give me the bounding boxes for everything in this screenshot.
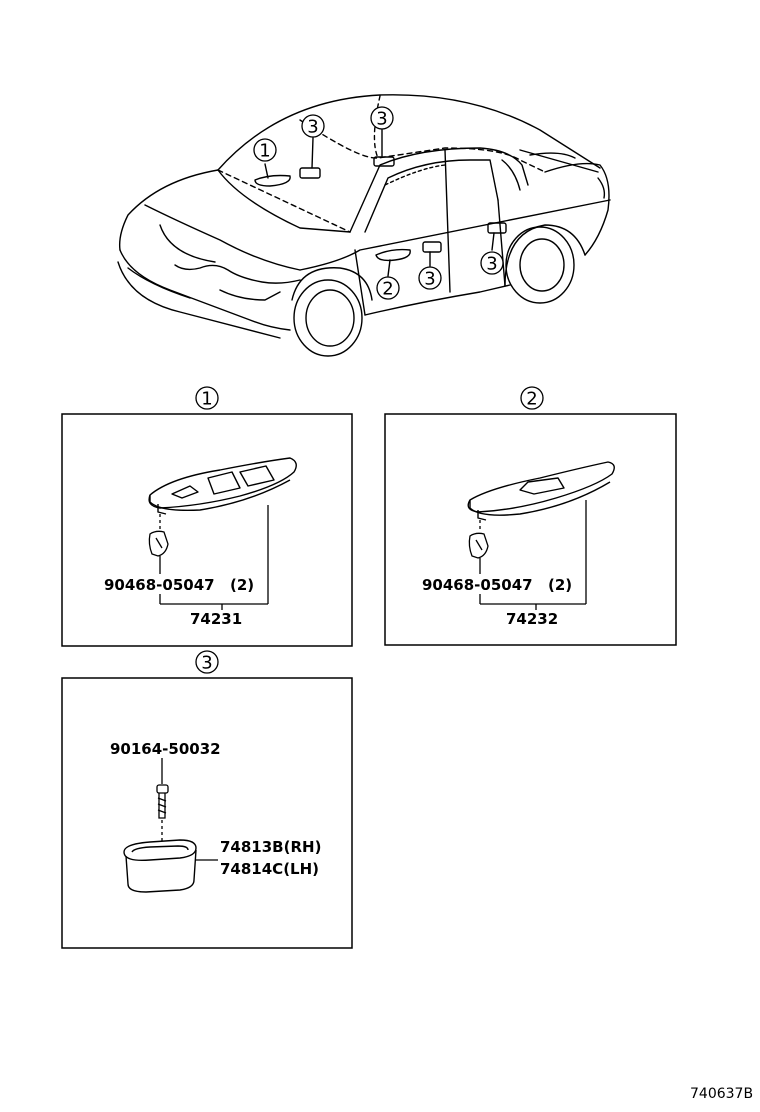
panel-3: 90164-50032 74813B(RH) 74814C(LH) (61, 677, 353, 949)
panel-3-frame (61, 677, 353, 949)
panel-2: 90468-05047 (2) 74232 (384, 413, 677, 646)
svg-text:3: 3 (201, 653, 212, 674)
panel-2-callout: 2 (520, 386, 544, 410)
panel-3-cover-rh: 74813B(RH) (220, 838, 321, 856)
svg-text:3: 3 (486, 254, 497, 275)
svg-text:3: 3 (307, 117, 318, 138)
panel-1-leaders (159, 505, 269, 610)
clip-drawing-2 (468, 520, 489, 559)
callout-2-car: 2 (376, 276, 400, 300)
panel-1: 90468-05047 (2) 74231 (61, 413, 353, 647)
panel-2-clip-part: 90468-05047 (422, 576, 533, 594)
callout-1-car: 1 (253, 138, 277, 162)
cover-drawing (123, 839, 197, 893)
panel-1-clip-qty: (2) (230, 576, 254, 594)
callout-3-car-a: 3 (301, 114, 325, 138)
callout-3-car-d: 3 (480, 251, 504, 275)
passenger-switch-base-drawing (467, 461, 615, 521)
panel-1-callout: 1 (195, 386, 219, 410)
svg-text:3: 3 (376, 109, 387, 130)
panel-2-clip-qty: (2) (548, 576, 572, 594)
panel-3-cover-lh: 74814C(LH) (220, 860, 319, 878)
panel-3-screw-part: 90164-50032 (110, 740, 221, 758)
callout-3-car-b: 3 (370, 106, 394, 130)
panel-2-assembly-part: 74232 (506, 610, 558, 628)
car-callouts: 1 3 3 2 3 3 (253, 106, 504, 300)
panel-3-callout: 3 (195, 650, 219, 674)
screw-drawing (156, 758, 169, 842)
diagram-reference-code: 740637B (690, 1086, 753, 1102)
panel-2-frame (384, 413, 677, 646)
svg-text:1: 1 (259, 141, 270, 162)
svg-text:3: 3 (424, 269, 435, 290)
panel-1-clip-part: 90468-05047 (104, 576, 215, 594)
panel-1-frame (61, 413, 353, 647)
master-switch-base-drawing (148, 457, 297, 515)
svg-text:2: 2 (382, 279, 393, 300)
clip-drawing (148, 514, 169, 557)
panel-2-leaders (479, 500, 587, 610)
car-illustration (117, 94, 611, 357)
panel-1-assembly-part: 74231 (190, 610, 242, 628)
callout-3-car-c: 3 (418, 266, 442, 290)
svg-text:1: 1 (201, 389, 212, 410)
svg-text:2: 2 (526, 389, 537, 410)
